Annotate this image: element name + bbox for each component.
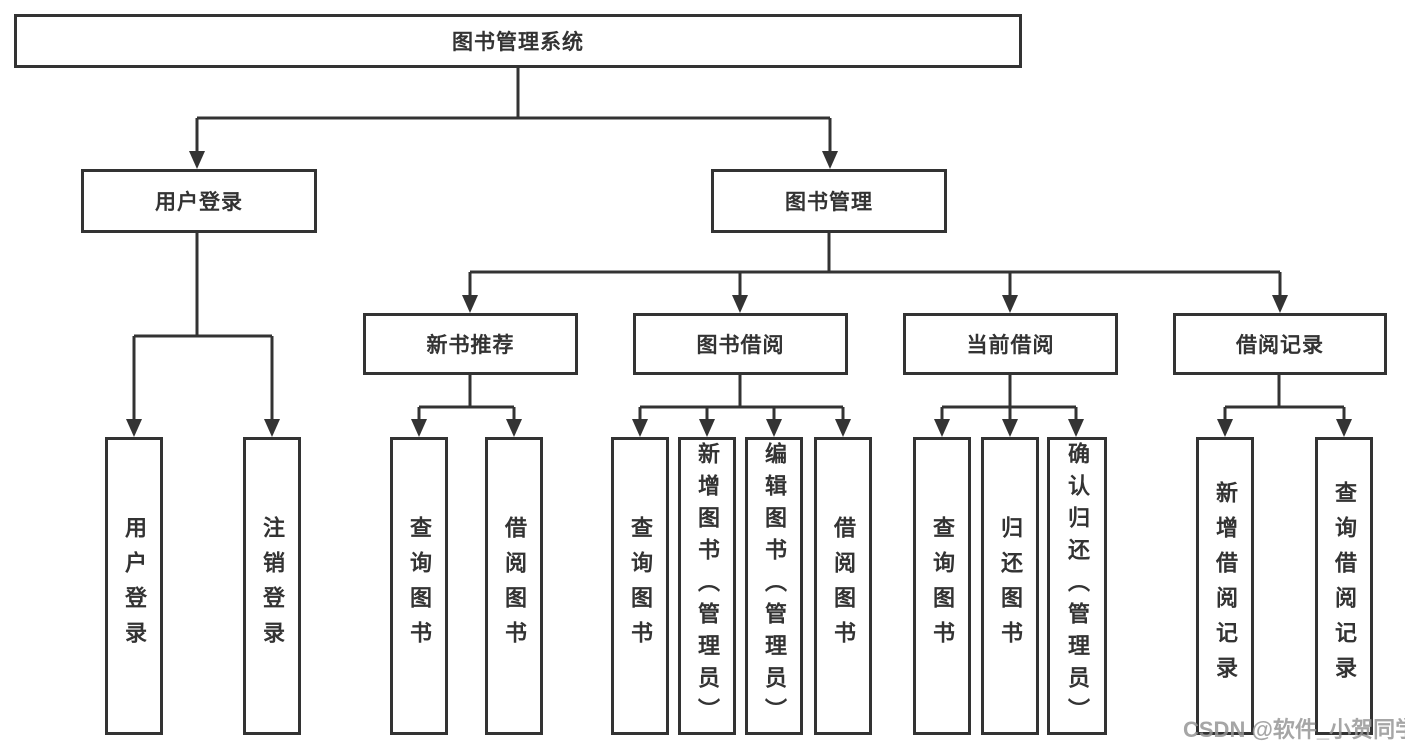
node-leaf-add-book-admin-label: 新增图书（管理员）	[695, 442, 720, 730]
node-leaf-borrow-books-recommend: 借阅图书	[485, 437, 543, 735]
node-book-management: 图书管理	[711, 169, 947, 233]
node-borrowing-records: 借阅记录	[1173, 313, 1387, 375]
node-current-borrowing: 当前借阅	[903, 313, 1118, 375]
node-leaf-add-book-admin: 新增图书（管理员）	[678, 437, 736, 735]
node-leaf-search-books-recommend-label: 查询图书	[407, 516, 432, 656]
node-user-login: 用户登录	[81, 169, 317, 233]
node-borrowing-records-label: 借阅记录	[1236, 334, 1324, 357]
node-leaf-return-book: 归还图书	[981, 437, 1039, 735]
node-current-borrowing-label: 当前借阅	[966, 334, 1055, 357]
node-root-label: 图书管理系统	[452, 31, 584, 54]
node-leaf-return-book-label: 归还图书	[998, 516, 1023, 656]
node-new-book-recommend: 新书推荐	[363, 313, 578, 375]
node-book-management-label: 图书管理	[785, 191, 873, 214]
node-leaf-search-books-current-label: 查询图书	[930, 516, 955, 656]
watermark: CSDN @软件_小贺同学	[1183, 717, 1405, 742]
node-leaf-user-login: 用户登录	[105, 437, 163, 735]
node-leaf-logout-label: 注销登录	[260, 516, 285, 656]
node-user-login-label: 用户登录	[155, 191, 243, 214]
node-leaf-search-books-borrowing-label: 查询图书	[628, 516, 653, 656]
node-new-book-recommend-label: 新书推荐	[426, 334, 515, 357]
node-leaf-borrow-books: 借阅图书	[814, 437, 872, 735]
node-leaf-logout: 注销登录	[243, 437, 301, 735]
node-book-borrowing-label: 图书借阅	[696, 334, 785, 357]
node-leaf-user-login-label: 用户登录	[122, 516, 147, 656]
node-leaf-add-borrow-record: 新增借阅记录	[1196, 437, 1254, 735]
node-leaf-search-books-current: 查询图书	[913, 437, 971, 735]
node-book-borrowing: 图书借阅	[633, 313, 848, 375]
node-leaf-search-books-borrowing: 查询图书	[611, 437, 669, 735]
node-root: 图书管理系统	[14, 14, 1022, 68]
node-leaf-edit-book-admin-label: 编辑图书（管理员）	[762, 442, 787, 730]
node-leaf-search-books-recommend: 查询图书	[390, 437, 448, 735]
node-leaf-confirm-return-admin-label: 确认归还（管理员）	[1065, 442, 1090, 730]
node-leaf-confirm-return-admin: 确认归还（管理员）	[1047, 437, 1107, 735]
node-leaf-borrow-books-label: 借阅图书	[831, 516, 856, 656]
node-leaf-edit-book-admin: 编辑图书（管理员）	[745, 437, 803, 735]
node-leaf-add-borrow-record-label: 新增借阅记录	[1213, 481, 1238, 691]
node-leaf-search-borrow-record-label: 查询借阅记录	[1332, 481, 1357, 691]
node-leaf-borrow-books-recommend-label: 借阅图书	[502, 516, 527, 656]
node-leaf-search-borrow-record: 查询借阅记录	[1315, 437, 1373, 735]
